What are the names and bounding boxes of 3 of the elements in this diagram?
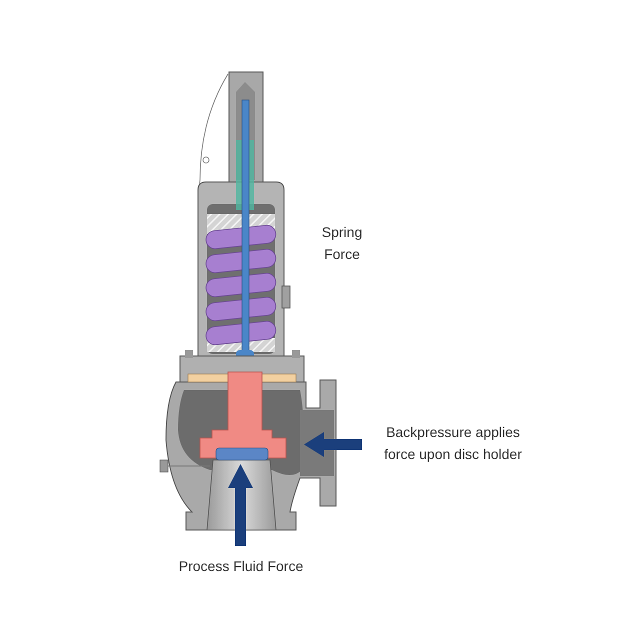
force-label: Spring Force (320, 223, 364, 264)
force-label: Process Fluid Force (178, 557, 304, 576)
force-label: Backpressure applies force upon disc holder (383, 423, 523, 464)
